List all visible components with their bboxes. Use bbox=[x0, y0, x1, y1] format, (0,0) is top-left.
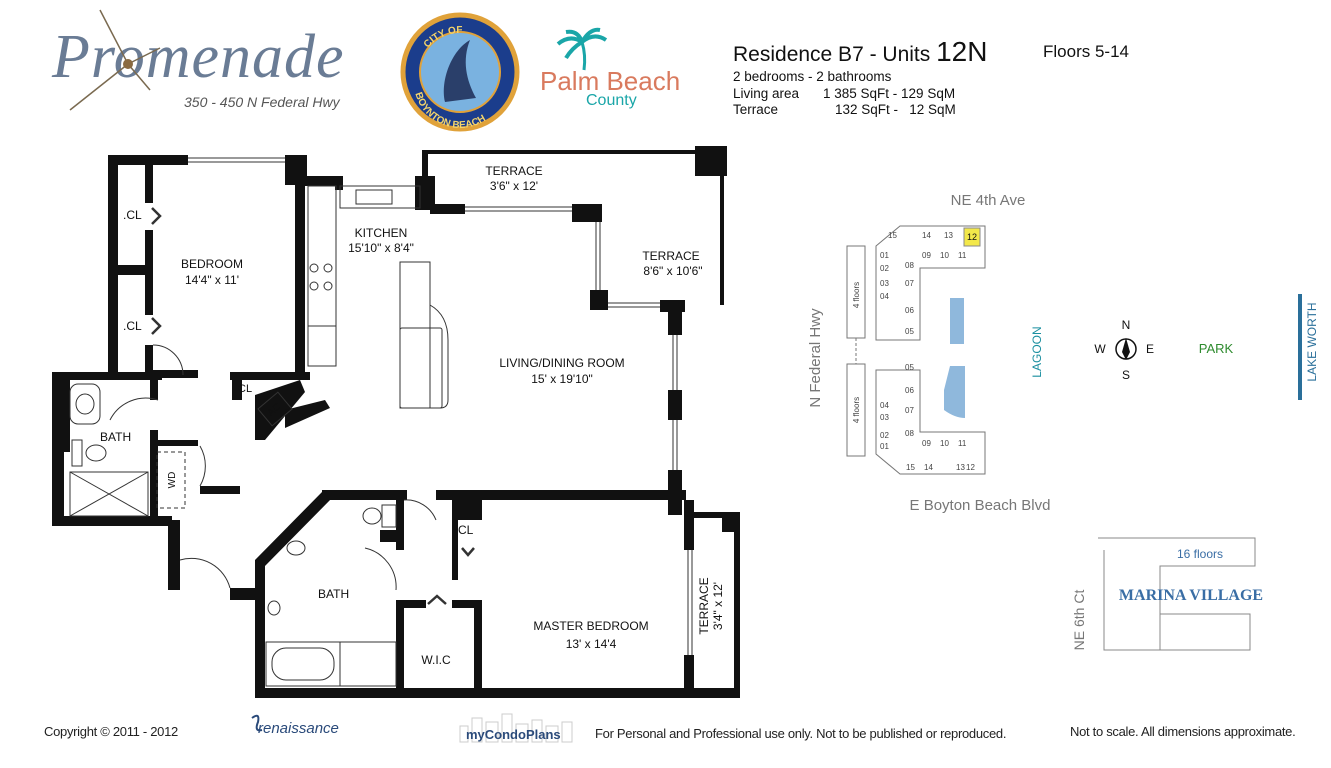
garage-label-2: 4 floors bbox=[852, 397, 861, 423]
terrace-master-label: TERRACE bbox=[697, 577, 711, 634]
inset-name: MARINA VILLAGE bbox=[1119, 587, 1263, 604]
copyright: Copyright © 2011 - 2012 bbox=[44, 724, 178, 739]
disclaimer: For Personal and Professional use only. … bbox=[595, 726, 1007, 741]
unit-s-15: 15 bbox=[906, 463, 915, 472]
unit-n-11: 11 bbox=[958, 251, 967, 260]
compass-s: S bbox=[1122, 368, 1130, 382]
unit-s-04: 04 bbox=[880, 401, 889, 410]
closet-label-3: CL bbox=[238, 383, 252, 395]
unit-s-05: 05 bbox=[905, 363, 914, 372]
compass-w: W bbox=[1094, 342, 1106, 356]
highlight-unit-label: 12 bbox=[967, 232, 977, 242]
unit-n-03: 03 bbox=[880, 279, 889, 288]
unit-s-07: 07 bbox=[905, 406, 914, 415]
lake-label: LAKE WORTH bbox=[1305, 302, 1319, 381]
lagoon-label: LAGOON bbox=[1030, 326, 1044, 377]
spec-living-label: Living area bbox=[733, 86, 800, 101]
closet-label-2: .CL bbox=[123, 319, 142, 333]
renaissance-text: renaissance bbox=[258, 720, 339, 737]
unit-s-14: 14 bbox=[924, 463, 933, 472]
unit-n-07: 07 bbox=[905, 279, 914, 288]
master-dims: 13' x 14'4 bbox=[566, 637, 617, 651]
terrace-right-label: TERRACE bbox=[642, 249, 699, 263]
unit-s-03: 03 bbox=[880, 413, 889, 422]
unit-n-06: 06 bbox=[905, 306, 914, 315]
floors-range: Floors 5-14 bbox=[1043, 42, 1129, 61]
spec-terrace-value: 132 SqFt - 12 SqM bbox=[835, 102, 956, 117]
county-logo-line1: Palm Beach bbox=[540, 66, 681, 96]
street-west: N Federal Hwy bbox=[807, 308, 824, 408]
unit-s-01: 01 bbox=[880, 442, 889, 451]
wic-label: W.I.C bbox=[421, 653, 451, 667]
unit-s-11: 11 bbox=[958, 439, 967, 448]
mycondoplans-text: myCondoPlans bbox=[466, 727, 561, 742]
garage-label-1: 4 floors bbox=[852, 282, 861, 308]
unit-n-05: 05 bbox=[905, 327, 914, 336]
unit-n-01: 01 bbox=[880, 251, 889, 260]
unit-n-02: 02 bbox=[880, 264, 889, 273]
closet-label-1: .CL bbox=[123, 208, 142, 222]
unit-s-08: 08 bbox=[905, 429, 914, 438]
renaissance-icon bbox=[251, 714, 263, 732]
county-logo-line2: County bbox=[586, 92, 637, 109]
bath2-label: BATH bbox=[318, 587, 349, 601]
terrace-right-dims: 8'6" x 10'6" bbox=[643, 264, 702, 278]
unit-n-13: 13 bbox=[944, 231, 953, 240]
terrace-master-dims: 3'4" x 12' bbox=[711, 582, 725, 630]
mycondoplans-logo: myCondoPlans bbox=[456, 712, 576, 744]
closet-label-4: CL bbox=[458, 523, 474, 537]
street-south: E Boyton Beach Blvd bbox=[910, 497, 1051, 514]
compass-icon bbox=[1115, 338, 1137, 360]
spec-rooms: 2 bedrooms - 2 bathrooms bbox=[733, 69, 892, 84]
unit-s-10: 10 bbox=[940, 439, 949, 448]
unit-s-06: 06 bbox=[905, 386, 914, 395]
unit-s-12: 12 bbox=[966, 463, 975, 472]
kitchen-dims: 15'10" x 8'4" bbox=[348, 241, 414, 255]
scale-note: Not to scale. All dimensions approximate… bbox=[1070, 724, 1296, 739]
highlight-unit bbox=[963, 227, 981, 247]
living-label: LIVING/DINING ROOM bbox=[499, 356, 624, 370]
unit-n-04: 04 bbox=[880, 292, 889, 301]
unit-s-13: 13 bbox=[956, 463, 965, 472]
skyline-icon bbox=[459, 713, 573, 743]
street-north: NE 4th Ave bbox=[951, 192, 1026, 209]
bath1-label: BATH bbox=[100, 430, 131, 444]
master-label: MASTER BEDROOM bbox=[533, 619, 648, 633]
unit-n-14: 14 bbox=[922, 231, 931, 240]
unit-n-10: 10 bbox=[940, 251, 949, 260]
residence-label: Residence B7 - Units bbox=[733, 43, 931, 66]
lagoon-pool-north bbox=[950, 298, 964, 344]
terrace-top-dims: 3'6" x 12' bbox=[490, 179, 538, 193]
lake-bar bbox=[1298, 294, 1302, 400]
inset-floors: 16 floors bbox=[1177, 547, 1223, 561]
unit-n-08: 08 bbox=[905, 261, 914, 270]
compass-e: E bbox=[1146, 342, 1154, 356]
bedroom-dims: 14'4" x 11' bbox=[185, 273, 239, 287]
renaissance-logo: renaissance bbox=[246, 710, 358, 744]
spec-living-value: 1 385 SqFt - 129 SqM bbox=[823, 86, 956, 101]
inset-street: NE 6th Ct bbox=[1071, 590, 1087, 651]
unit-s-09: 09 bbox=[922, 439, 931, 448]
unit-number: 12N bbox=[936, 36, 988, 67]
lagoon-pool-south bbox=[944, 366, 965, 418]
residence-title: Residence B7 - Units 12N bbox=[733, 36, 987, 68]
brand-address: 350 - 450 N Federal Hwy bbox=[184, 94, 340, 110]
unit-n-15: 15 bbox=[888, 231, 897, 240]
spec-terrace-label: Terrace bbox=[733, 102, 779, 117]
bedroom-label: BEDROOM bbox=[181, 257, 243, 271]
compass-n: N bbox=[1122, 318, 1131, 332]
terrace-top-label: TERRACE bbox=[485, 164, 542, 178]
county-logo: Palm Beach bbox=[540, 66, 680, 97]
living-dims: 15' x 19'10" bbox=[531, 372, 593, 386]
unit-n-09: 09 bbox=[922, 251, 931, 260]
wd-label: WD bbox=[167, 472, 178, 489]
park-label: PARK bbox=[1199, 341, 1234, 356]
unit-s-02: 02 bbox=[880, 431, 889, 440]
kitchen-label: KITCHEN bbox=[355, 226, 408, 240]
